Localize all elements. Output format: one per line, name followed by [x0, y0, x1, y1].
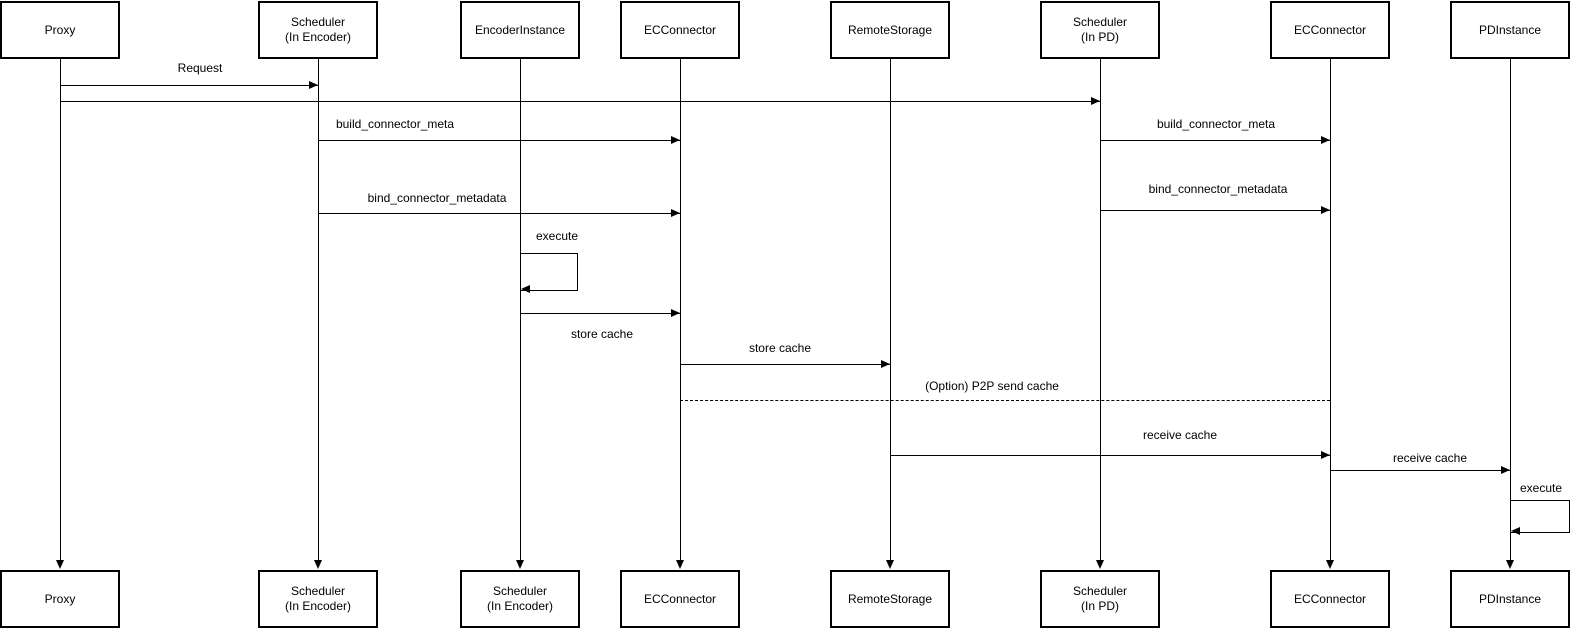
actor-box-bottom-proxy: Proxy [0, 570, 120, 628]
message-selfloop-execute-pd [1510, 500, 1570, 533]
actor-box-bottom-pd-instance: PDInstance [1450, 570, 1570, 628]
message-arrowhead-receive-cache-remote [1321, 451, 1330, 459]
actor-box-bottom-ecconnector-2: ECConnector [1270, 570, 1390, 628]
lifeline-arrowhead-ecconnector-2 [1326, 560, 1334, 569]
message-arrowhead-execute-encoder [521, 285, 530, 293]
message-label-store-cache-encoder: store cache [568, 327, 636, 341]
message-line-p2p-send-cache [680, 400, 1330, 401]
message-label-bind-connector-metadata-pd: bind_connector_metadata [1146, 182, 1290, 196]
message-label-bind-connector-metadata-encoder: bind_connector_metadata [365, 191, 509, 205]
message-arrowhead-bind-connector-metadata-encoder [671, 209, 680, 217]
message-line-proxy-to-scheduler-pd [60, 101, 1100, 102]
message-label-execute-encoder: execute [533, 229, 581, 243]
message-arrowhead-store-cache-remote [881, 360, 890, 368]
lifeline-ecconnector-1 [680, 59, 681, 560]
lifeline-scheduler-encoder [318, 59, 319, 560]
lifeline-arrowhead-encoder-instance [516, 560, 524, 569]
message-label-p2p-send-cache: (Option) P2P send cache [923, 379, 1061, 393]
message-line-receive-cache-remote [890, 455, 1330, 456]
lifeline-ecconnector-2 [1330, 59, 1331, 560]
message-label-store-cache-remote: store cache [746, 341, 814, 355]
actor-box-bottom-scheduler-encoder: Scheduler (In Encoder) [258, 570, 378, 628]
lifeline-arrowhead-scheduler-pd [1096, 560, 1104, 569]
lifeline-encoder-instance [520, 59, 521, 560]
actor-box-bottom-ecconnector-1: ECConnector [620, 570, 740, 628]
message-arrowhead-bind-connector-metadata-pd [1321, 206, 1330, 214]
lifeline-arrowhead-remote-storage [886, 560, 894, 569]
message-line-receive-cache-pd [1330, 470, 1510, 471]
actor-box-top-remote-storage: RemoteStorage [830, 1, 950, 59]
message-arrowhead-execute-pd [1511, 527, 1520, 535]
actor-box-top-pd-instance: PDInstance [1450, 1, 1570, 59]
message-line-bind-connector-metadata-pd [1100, 210, 1330, 211]
actor-box-top-encoder-instance: EncoderInstance [460, 1, 580, 59]
lifeline-arrowhead-scheduler-encoder [314, 560, 322, 569]
message-arrowhead-build-connector-meta-pd [1321, 136, 1330, 144]
message-line-request [60, 85, 318, 86]
lifeline-arrowhead-ecconnector-1 [676, 560, 684, 569]
lifeline-arrowhead-pd-instance [1506, 560, 1514, 569]
message-line-build-connector-meta-pd [1100, 140, 1330, 141]
message-label-receive-cache-remote: receive cache [1140, 428, 1220, 442]
lifeline-pd-instance [1510, 59, 1511, 560]
message-arrowhead-build-connector-meta-encoder [671, 136, 680, 144]
message-label-execute-pd: execute [1517, 481, 1565, 495]
message-label-build-connector-meta-encoder: build_connector_meta [333, 117, 457, 131]
actor-box-top-proxy: Proxy [0, 1, 120, 59]
actor-box-bottom-encoder-instance: Scheduler (In Encoder) [460, 570, 580, 628]
message-line-store-cache-encoder [520, 313, 680, 314]
actor-box-bottom-scheduler-pd: Scheduler (In PD) [1040, 570, 1160, 628]
message-line-store-cache-remote [680, 364, 890, 365]
actor-box-top-scheduler-pd: Scheduler (In PD) [1040, 1, 1160, 59]
message-line-bind-connector-metadata-encoder [318, 213, 680, 214]
actor-box-top-ecconnector-2: ECConnector [1270, 1, 1390, 59]
lifeline-proxy [60, 59, 61, 560]
message-arrowhead-request [309, 81, 318, 89]
actor-box-top-scheduler-encoder: Scheduler (In Encoder) [258, 1, 378, 59]
message-line-build-connector-meta-encoder [318, 140, 680, 141]
message-label-build-connector-meta-pd: build_connector_meta [1154, 117, 1278, 131]
message-arrowhead-store-cache-encoder [671, 309, 680, 317]
message-arrowhead-receive-cache-pd [1501, 466, 1510, 474]
lifeline-arrowhead-proxy [56, 560, 64, 569]
message-selfloop-execute-encoder [520, 253, 578, 291]
lifeline-scheduler-pd [1100, 59, 1101, 560]
message-label-request: Request [175, 61, 225, 75]
actor-box-bottom-remote-storage: RemoteStorage [830, 570, 950, 628]
actor-box-top-ecconnector-1: ECConnector [620, 1, 740, 59]
lifeline-remote-storage [890, 59, 891, 560]
message-arrowhead-proxy-to-scheduler-pd [1091, 97, 1100, 105]
message-label-receive-cache-pd: receive cache [1390, 451, 1470, 465]
